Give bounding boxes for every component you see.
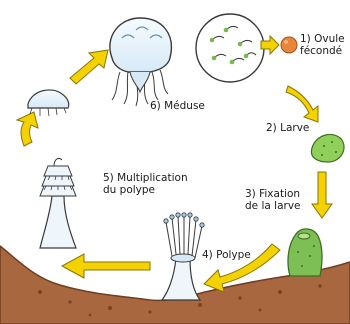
- label-larva: 2) Larve: [266, 122, 309, 134]
- label-line: 1) Ovule: [300, 33, 345, 45]
- sperm-cluster-icon: [196, 14, 264, 82]
- fixed-larva-icon: [288, 229, 322, 276]
- label-polyp: 4) Polype: [202, 249, 251, 261]
- arrow-multiplication-to-ephyra-icon: [17, 112, 38, 146]
- label-line: 5) Multiplication: [103, 172, 188, 184]
- polyp-icon: [162, 213, 204, 300]
- label-line: de la larve: [245, 200, 301, 212]
- label-line: 6) Méduse: [150, 100, 205, 112]
- arrow-egg-to-larva-icon: [286, 86, 318, 122]
- arrow-larva-to-fixation-icon: [312, 172, 332, 218]
- label-multiplication: 5) Multiplication du polype: [103, 172, 188, 196]
- label-medusa: 6) Méduse: [150, 100, 205, 112]
- label-fixation: 3) Fixation de la larve: [245, 188, 301, 212]
- arrow-polyp-to-multiplication-icon: [62, 254, 150, 278]
- label-egg: 1) Ovule fécondé: [300, 33, 345, 57]
- larva-icon: [311, 134, 344, 162]
- label-line: 3) Fixation: [245, 188, 301, 200]
- strobila-icon: [40, 158, 76, 248]
- arrow-ephyra-to-medusa-icon: [70, 50, 108, 84]
- egg-icon: [281, 37, 297, 53]
- label-line: fécondé: [300, 45, 345, 57]
- label-line: 4) Polype: [202, 249, 251, 261]
- medusa-icon: [110, 18, 171, 106]
- label-line: du polype: [103, 184, 188, 196]
- label-line: 2) Larve: [266, 122, 309, 134]
